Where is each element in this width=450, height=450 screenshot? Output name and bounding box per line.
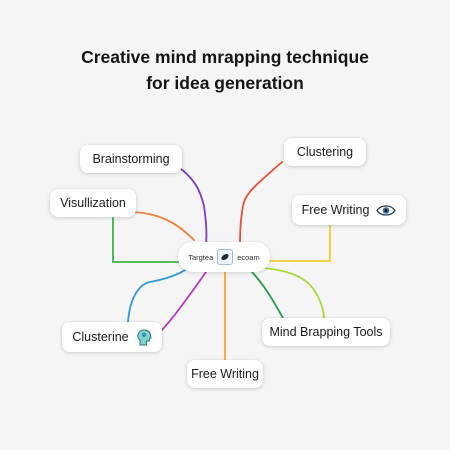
branch-clusterine-blue xyxy=(127,267,189,323)
node-brainstorming[interactable]: Brainstorming xyxy=(80,145,182,173)
node-label: Free Writing xyxy=(301,203,370,217)
central-topic-right-text: ecoam xyxy=(237,252,260,262)
head-icon xyxy=(136,328,152,346)
eye-icon xyxy=(376,204,397,217)
node-mind-brapping-tools[interactable]: Mind Brapping Tools xyxy=(262,318,390,346)
title-line-2: for idea generation xyxy=(146,73,304,93)
node-visullization[interactable]: Visullization xyxy=(50,189,136,217)
central-topic-left-text: Targtea xyxy=(188,252,214,262)
node-label: Clustering xyxy=(296,145,354,159)
branch-brainstorming xyxy=(179,167,208,245)
diagram-title: Creative mind mrapping technique for ide… xyxy=(0,44,450,96)
node-clusterine[interactable]: Clusterine xyxy=(62,322,162,352)
node-label: Visullization xyxy=(60,196,126,210)
branch-clusterine-purple xyxy=(161,271,207,331)
branch-clustering xyxy=(239,161,283,245)
node-label: Free Writing xyxy=(191,367,259,381)
branch-mind-tools-green xyxy=(249,269,285,321)
branch-mind-tools-lime xyxy=(261,267,325,321)
node-free-writing-bottom[interactable]: Free Writing xyxy=(187,360,263,388)
title-line-1: Creative mind mrapping technique xyxy=(81,47,369,67)
branch-visullization-bottom xyxy=(112,217,187,263)
branch-free-writing-top xyxy=(269,223,331,262)
central-topic[interactable]: Targtea ecoam xyxy=(178,242,270,272)
node-free-writing[interactable]: Free Writing xyxy=(292,195,406,225)
node-clustering[interactable]: Clustering xyxy=(284,138,366,166)
pen-icon xyxy=(217,249,234,265)
node-label: Mind Brapping Tools xyxy=(269,325,383,339)
branch-visullization-top xyxy=(133,211,195,241)
node-label: Brainstorming xyxy=(92,152,170,166)
node-label: Clusterine xyxy=(72,330,129,344)
